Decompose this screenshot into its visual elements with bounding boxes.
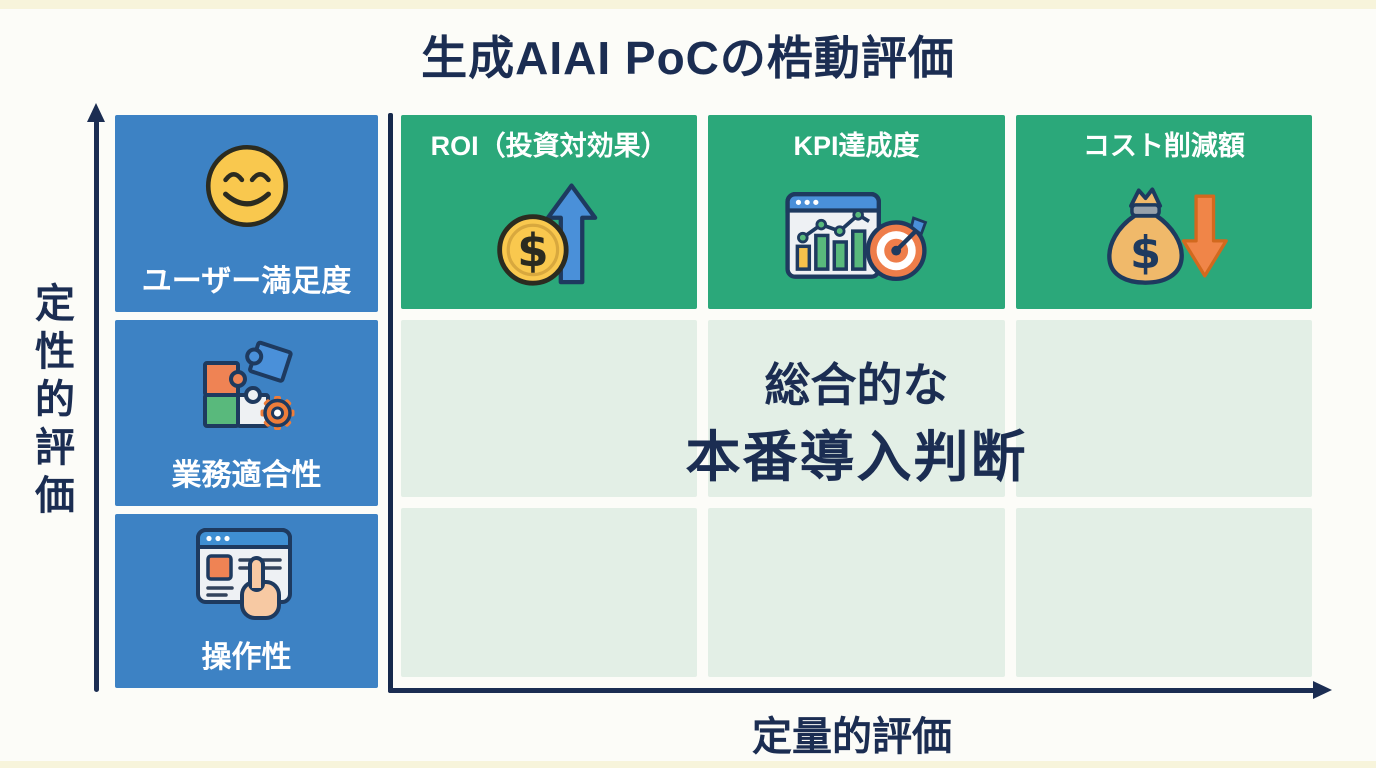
moneybag-down-arrow-icon: $ [1096, 163, 1232, 309]
header-kpi: KPI達成度 [708, 115, 1005, 309]
qualitative-column: ユーザー満足度 [115, 115, 378, 688]
card-label: ユーザー満足度 [141, 265, 352, 298]
x-axis-arrow-icon [1313, 681, 1332, 699]
matrix-cell [708, 320, 1005, 497]
y-axis-label: 定性的評価 [29, 282, 73, 522]
header-label: コスト削減額 [1082, 131, 1245, 161]
coin-up-arrow-icon: $ [490, 163, 608, 309]
smiley-face-icon [196, 115, 298, 256]
x-axis-line [388, 688, 1316, 693]
page-title: 生成AIAI PoCの梏動評価 [421, 32, 955, 84]
card-user-satisfaction: ユーザー満足度 [115, 115, 378, 312]
matrix-cell [708, 508, 1005, 677]
chart-target-icon [783, 163, 929, 309]
matrix-cell [1015, 320, 1312, 497]
matrix-cell [401, 320, 698, 497]
svg-text:$: $ [517, 224, 548, 277]
y-axis-arrow-icon [87, 103, 105, 122]
header-cost-reduction: コスト削減額 $ [1015, 115, 1312, 309]
svg-text:$: $ [1130, 227, 1161, 279]
card-label: 業務適合性 [171, 459, 322, 492]
header-label: ROI（投資対効果） [430, 131, 668, 161]
x-axis-label: 定量的評価 [752, 715, 952, 759]
evaluation-matrix: ROI（投資対効果） $ KPI達成度 [401, 115, 1312, 677]
card-business-fit: 業務適合性 [115, 320, 378, 506]
bottom-edge-tint [0, 761, 1376, 768]
browser-hand-icon [192, 514, 302, 632]
header-roi: ROI（投資対効果） $ [401, 115, 698, 309]
header-label: KPI達成度 [793, 131, 920, 161]
top-edge-tint [0, 0, 1376, 9]
matrix-left-border-line [388, 113, 393, 693]
matrix-cell [401, 508, 698, 677]
matrix-cell [1015, 508, 1312, 677]
y-axis-line [94, 120, 99, 692]
card-operability: 操作性 [115, 514, 378, 688]
puzzle-gear-icon [191, 320, 303, 450]
card-label: 操作性 [201, 641, 292, 674]
